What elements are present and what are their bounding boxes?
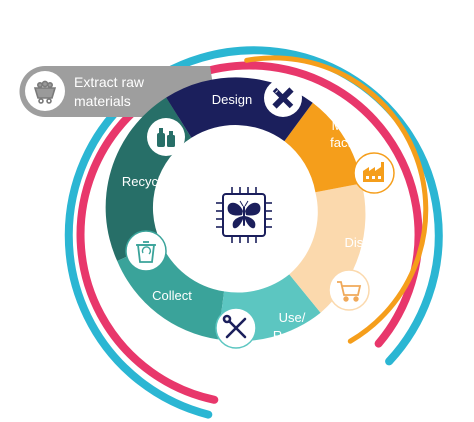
shopping-cart-icon	[337, 281, 362, 302]
factory-icon	[363, 162, 384, 182]
manufacture-icon-group	[353, 152, 395, 194]
label-manufacture-line1: Manu-	[332, 118, 369, 133]
collect-icon-group	[125, 230, 167, 272]
recycle-icon-group	[147, 118, 185, 156]
label-use-repair-line2: Repair	[273, 328, 312, 343]
design-icon-group	[264, 79, 302, 117]
extract-label-line1: Extract raw	[74, 74, 145, 90]
label-use-repair-line1: Use/	[279, 310, 306, 325]
segment-icons	[125, 79, 395, 349]
distribute-icon-group	[328, 269, 370, 311]
mine-cart-icon	[33, 80, 57, 104]
use-repair-icon-group	[215, 307, 257, 349]
bottles-icon	[157, 128, 175, 147]
butterfly-chip-icon	[216, 187, 272, 243]
wrench-screwdriver-icon	[222, 314, 247, 339]
recycling-bin-icon	[136, 241, 156, 263]
inner-ring-orange	[244, 55, 429, 344]
segment-labels: Design Manu- facture Distribute Use/ Rep…	[122, 92, 400, 343]
label-distribute: Distribute	[345, 235, 400, 250]
label-manufacture-line2: facture	[330, 135, 370, 150]
label-collect: Collect	[152, 288, 192, 303]
label-recycle: Recycle	[122, 174, 168, 189]
pencil-ruler-icon	[272, 87, 294, 109]
outer-ring-cyan	[64, 46, 443, 419]
label-design: Design	[212, 92, 252, 107]
extract-label-line2: materials	[74, 93, 131, 109]
segment-manufacture	[284, 102, 362, 193]
butterfly-icon	[227, 200, 261, 229]
